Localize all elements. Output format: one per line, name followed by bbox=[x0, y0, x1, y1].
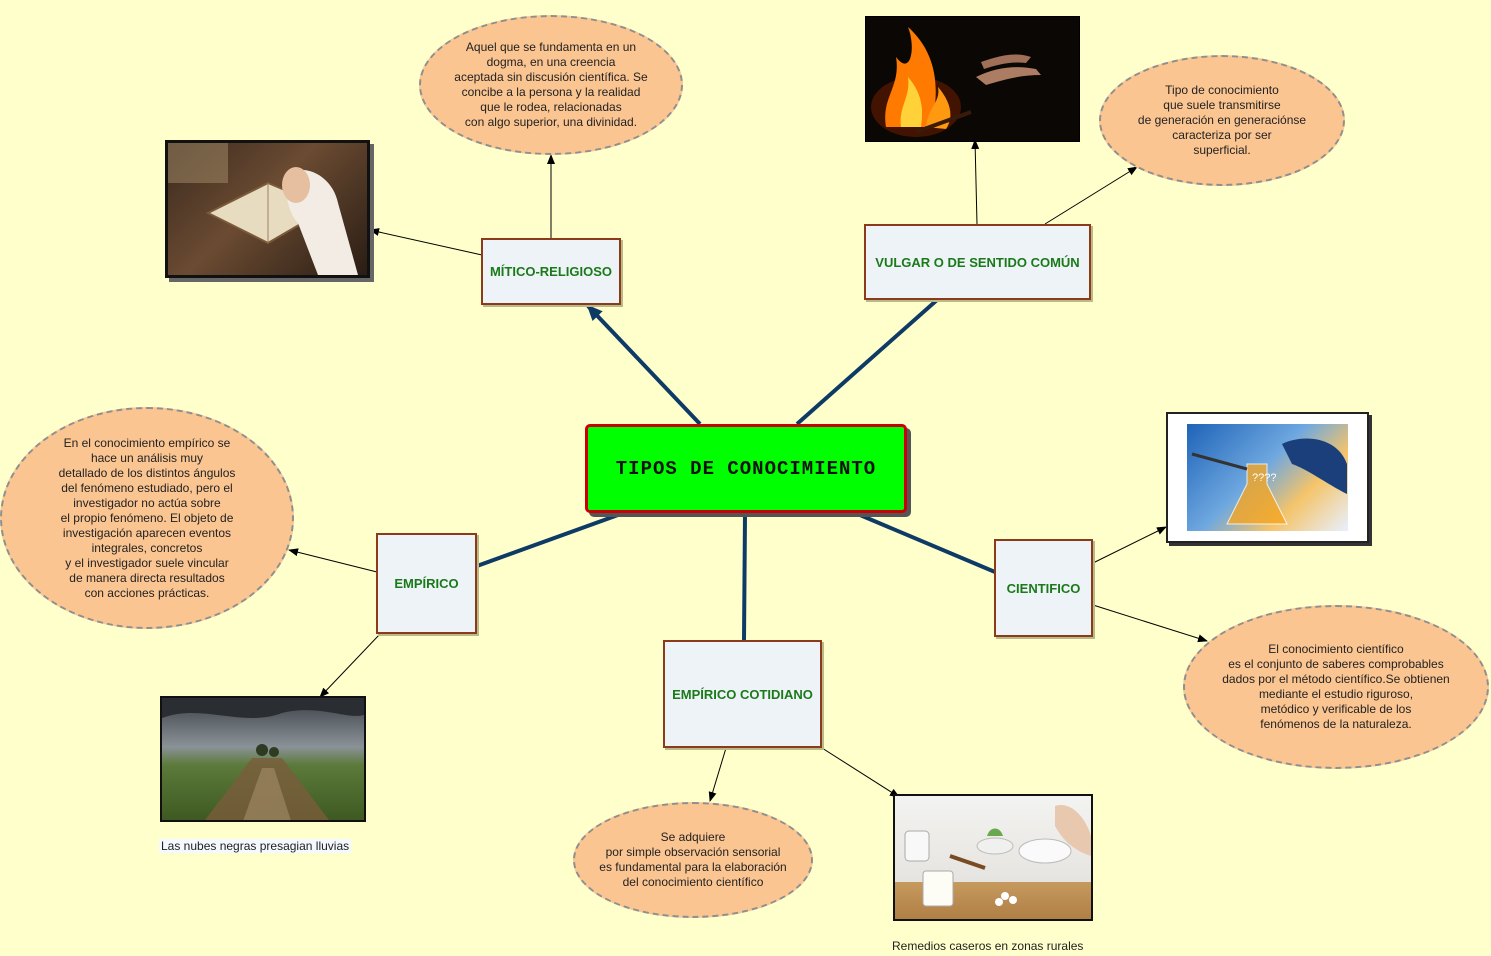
node-vulgar-label: VULGAR O DE SENTIDO COMÚN bbox=[875, 254, 1080, 270]
node-mitico-religioso-label: MÍTICO-RELIGIOSO bbox=[489, 264, 613, 279]
bubble-cientifico[interactable]: El conocimiento científico es el conjunt… bbox=[1183, 605, 1489, 769]
campfire-image[interactable] bbox=[865, 16, 1080, 142]
node-empirico-cotidiano[interactable]: EMPÍRICO COTIDIANO bbox=[663, 640, 822, 748]
arrow-cientifico-image bbox=[1092, 526, 1167, 564]
campfire-illustration bbox=[871, 27, 1041, 137]
stormy-road-caption: Las nubes negras presagian lluvias bbox=[159, 839, 352, 853]
node-mitico-religioso[interactable]: MÍTICO-RELIGIOSO bbox=[481, 238, 621, 305]
arrow-cientifico-bubble bbox=[1092, 604, 1208, 643]
arrow-empirico-bubble bbox=[288, 548, 378, 573]
node-cientifico[interactable]: CIENTIFICO bbox=[994, 539, 1093, 637]
science-lab-question-label: ???? bbox=[1252, 472, 1277, 484]
node-empirico-cotidiano-label: EMPÍRICO COTIDIANO bbox=[672, 686, 813, 702]
node-empirico-label: EMPÍRICO bbox=[394, 576, 459, 591]
praying-bible-illustration bbox=[168, 143, 358, 275]
arrow-cotidiano-image bbox=[821, 747, 900, 798]
link-central-empirico bbox=[476, 513, 619, 568]
stormy-road-image[interactable] bbox=[160, 696, 366, 822]
link-central-mitico bbox=[586, 304, 702, 426]
bubble-mitico[interactable]: Aquel que se fundamenta en un dogma, en … bbox=[419, 15, 683, 155]
arrow-vulgar-image bbox=[971, 139, 980, 225]
link-central-vulgar bbox=[795, 298, 939, 426]
bubble-vulgar[interactable]: Tipo de conocimiento que suele transmiti… bbox=[1099, 55, 1345, 186]
arrow-cotidiano-bubble bbox=[708, 747, 727, 802]
flask-illustration bbox=[1191, 438, 1347, 525]
home-remedies-caption: Remedios caseros en zonas rurales bbox=[892, 939, 1084, 953]
node-cientifico-label: CIENTIFICO bbox=[1006, 580, 1081, 596]
bubble-cotidiano[interactable]: Se adquiere por simple observación senso… bbox=[573, 802, 813, 918]
science-lab-photo: ???? bbox=[1187, 424, 1348, 531]
arrow-empirico-image bbox=[319, 633, 381, 698]
central-topic-label: TIPOS DE CONOCIMIENTO bbox=[615, 457, 877, 480]
home-remedies-image[interactable] bbox=[893, 794, 1093, 921]
node-vulgar[interactable]: VULGAR O DE SENTIDO COMÚN bbox=[864, 224, 1091, 300]
central-topic[interactable]: TIPOS DE CONOCIMIENTO bbox=[585, 424, 907, 513]
bubble-empirico[interactable]: En el conocimiento empírico se hace un a… bbox=[0, 407, 294, 629]
node-empirico[interactable]: EMPÍRICO bbox=[376, 533, 477, 634]
arrow-mitico-image bbox=[369, 228, 483, 256]
praying-bible-image[interactable] bbox=[165, 140, 370, 278]
stormy-road-illustration bbox=[162, 698, 364, 820]
home-remedies-illustration bbox=[904, 805, 1091, 907]
link-central-cotidiano bbox=[742, 514, 747, 641]
arrow-vulgar-bubble bbox=[1044, 166, 1138, 225]
link-central-cientifico bbox=[859, 513, 996, 574]
science-lab-image[interactable]: ???? bbox=[1166, 412, 1369, 543]
